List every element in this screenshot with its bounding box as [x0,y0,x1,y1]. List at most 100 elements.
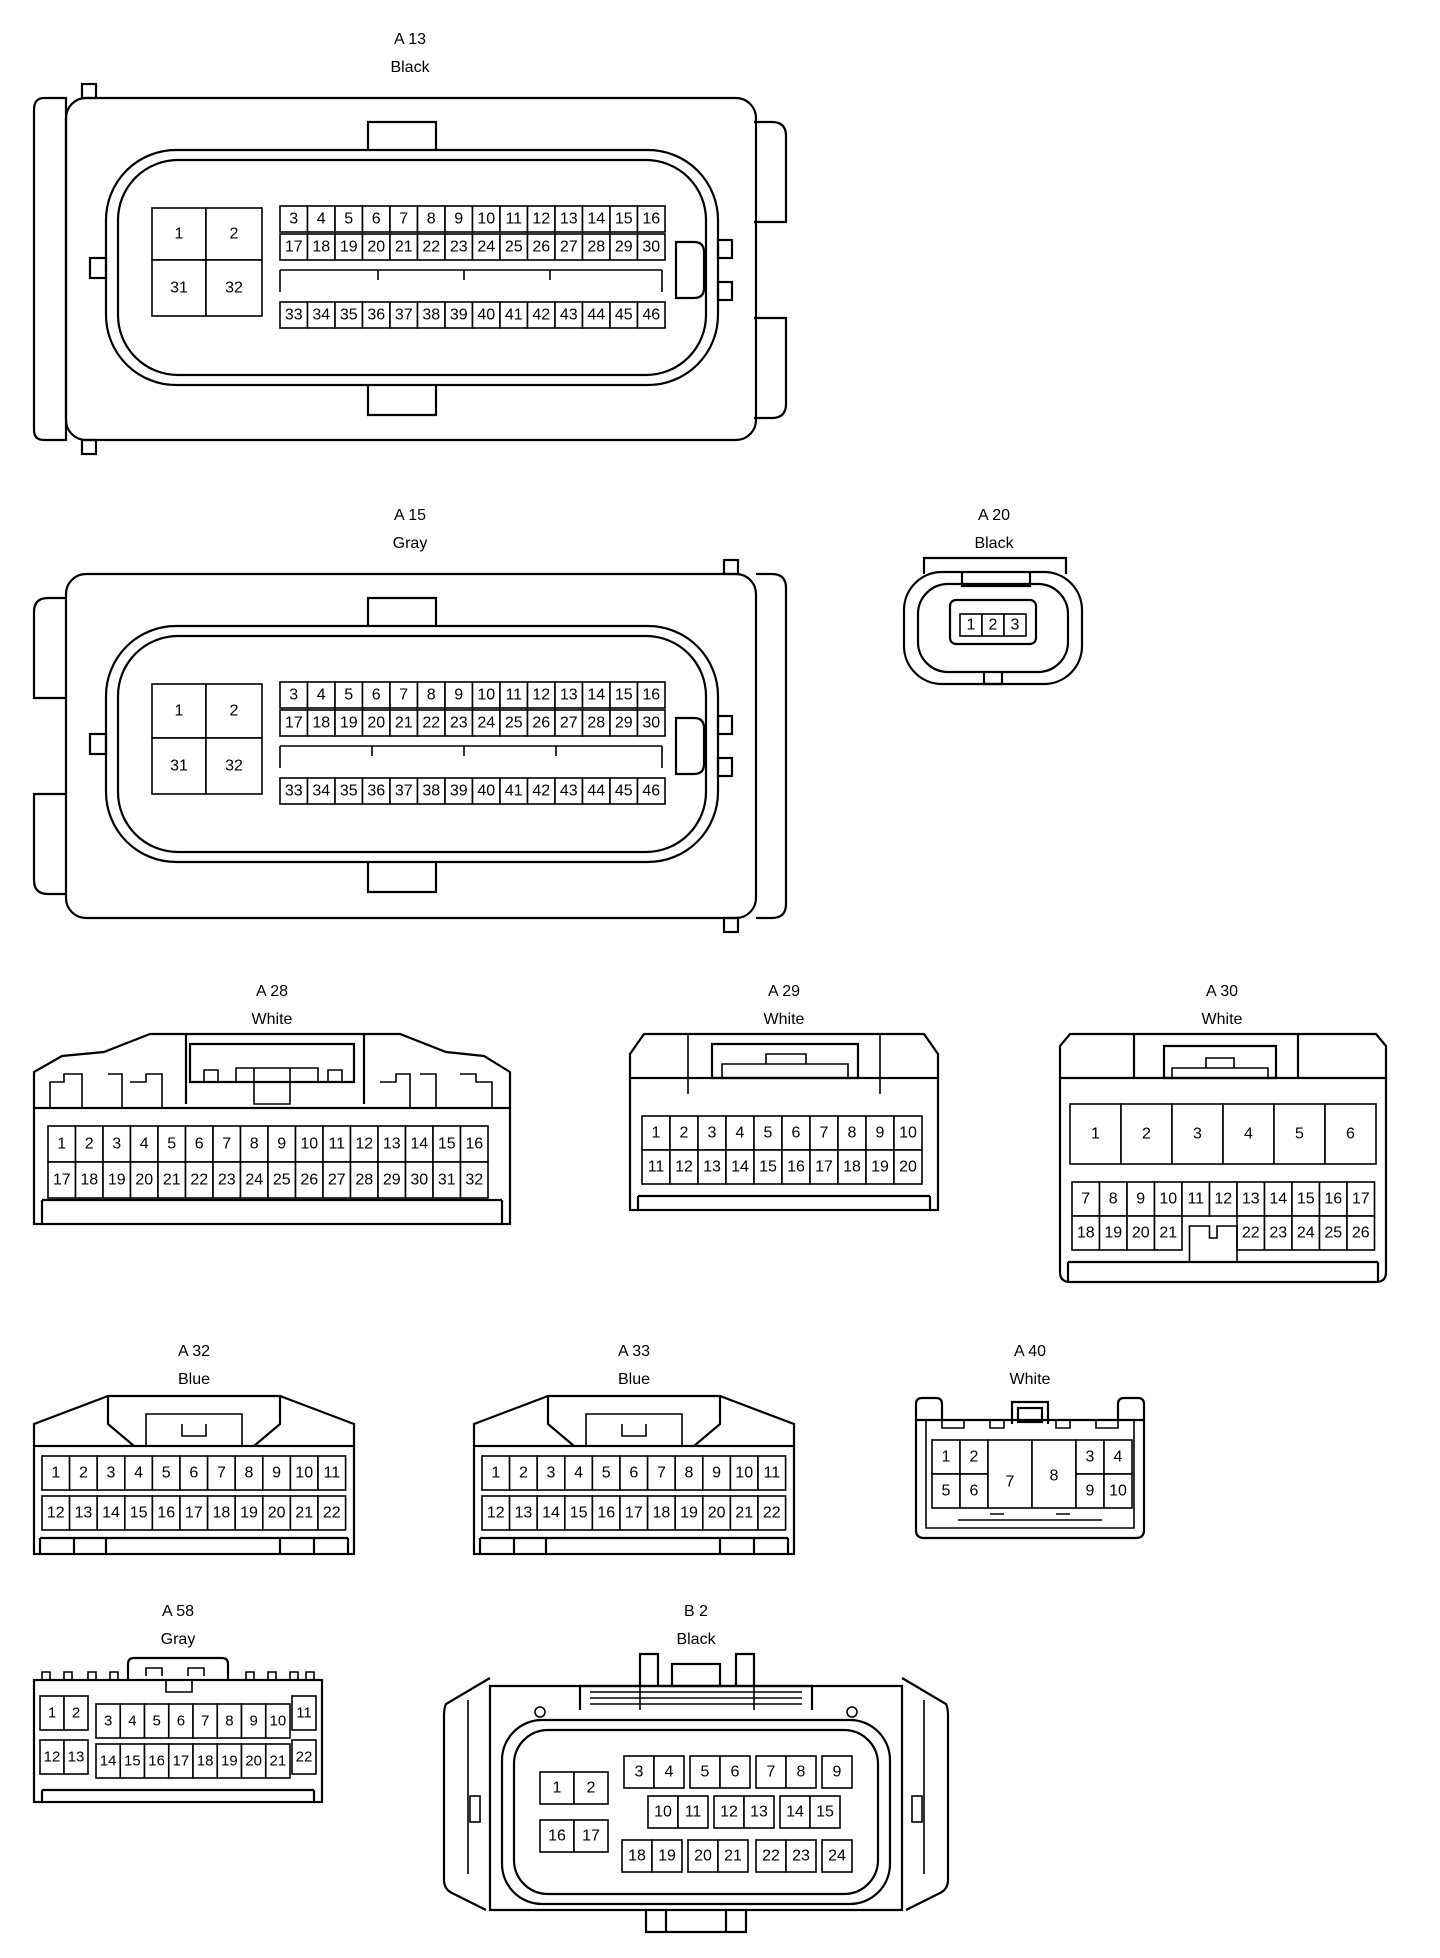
svg-text:37: 37 [395,783,413,800]
svg-text:2: 2 [85,1136,94,1153]
a15-lock-tab [674,716,706,776]
svg-text:15: 15 [816,1804,834,1821]
svg-text:19: 19 [340,239,358,256]
svg-text:28: 28 [355,1172,373,1189]
connector-b2-color: Black [676,1631,716,1648]
svg-text:10: 10 [477,687,495,704]
a20-inner-shell [916,582,1070,674]
svg-text:28: 28 [587,239,605,256]
svg-text:39: 39 [450,307,468,324]
svg-text:10: 10 [899,1125,917,1142]
a30-base-step [1066,1260,1380,1282]
svg-text:21: 21 [395,239,413,256]
connector-a29: A 29 White 1 2 3 4 5 6 7 8 9 10 11 12 [628,983,940,1212]
svg-text:20: 20 [135,1172,153,1189]
a13-left-flange [32,96,68,442]
a15-left-flange [32,596,66,896]
connector-a28-color: White [252,1011,293,1028]
svg-text:22: 22 [422,239,440,256]
svg-text:17: 17 [582,1828,600,1845]
svg-text:1: 1 [48,1705,56,1722]
svg-text:18: 18 [843,1159,861,1176]
svg-text:22: 22 [763,1505,781,1522]
svg-text:43: 43 [560,307,578,324]
svg-text:20: 20 [694,1848,712,1865]
svg-text:27: 27 [560,239,578,256]
a32-top-profile [32,1394,356,1446]
svg-text:16: 16 [1324,1191,1342,1208]
svg-text:21: 21 [1159,1225,1177,1242]
a28-latch-details [203,1067,343,1105]
svg-text:20: 20 [245,1753,262,1770]
svg-text:22: 22 [190,1172,208,1189]
svg-text:19: 19 [680,1505,698,1522]
a20-bottom-key [982,672,1004,686]
a40-latch-tab [1016,1406,1044,1424]
a13-center-rib [279,269,663,292]
b2-outer-recess [500,1718,892,1906]
a15-right-key-2 [716,756,734,778]
svg-text:11: 11 [1187,1191,1204,1208]
svg-text:2: 2 [1142,1126,1151,1143]
svg-text:2: 2 [989,617,998,634]
a28-top-latch [188,1042,356,1084]
svg-text:18: 18 [80,1172,98,1189]
svg-text:25: 25 [1324,1225,1342,1242]
connector-a40-name: A 40 [1014,1343,1046,1360]
svg-text:42: 42 [532,307,550,324]
connector-a58-name: A 58 [162,1603,194,1620]
svg-text:16: 16 [642,211,660,228]
svg-text:8: 8 [427,687,436,704]
svg-text:14: 14 [587,211,605,228]
svg-text:16: 16 [787,1159,805,1176]
svg-text:20: 20 [899,1159,917,1176]
connector-a15-name: A 15 [394,507,426,524]
b2-screw-hole-right [846,1706,858,1718]
svg-text:12: 12 [47,1505,65,1522]
svg-text:6: 6 [372,211,381,228]
connector-a30-color: White [1202,1011,1243,1028]
a29-base-step [636,1194,932,1210]
svg-text:1: 1 [553,1780,562,1797]
svg-text:1: 1 [57,1136,66,1153]
b2-ribbing [590,1686,802,1710]
connector-a20-color: Black [974,535,1014,552]
svg-text:45: 45 [615,307,633,324]
svg-text:46: 46 [642,307,660,324]
a29-side-ribs [687,1034,881,1094]
a32-latch-arms [106,1396,282,1447]
a29-latch-details [721,1053,849,1078]
svg-text:13: 13 [560,687,578,704]
connector-a15-color: Gray [393,535,428,552]
svg-text:3: 3 [289,211,298,228]
svg-text:9: 9 [1086,1483,1095,1500]
svg-text:1: 1 [175,703,184,720]
svg-text:7: 7 [217,1465,226,1482]
svg-text:14: 14 [587,687,605,704]
svg-text:5: 5 [162,1465,171,1482]
a58-latch-details [145,1667,205,1693]
a15-top-pin [722,558,740,576]
a13-bottom-pin [80,438,98,456]
svg-text:12: 12 [720,1804,738,1821]
svg-text:11: 11 [323,1465,340,1482]
svg-text:19: 19 [1104,1225,1122,1242]
b2-right-key [911,1795,923,1823]
svg-text:5: 5 [344,687,353,704]
a13-body [64,96,758,442]
svg-text:6: 6 [731,1764,740,1781]
svg-text:9: 9 [272,1465,281,1482]
svg-text:17: 17 [1352,1191,1370,1208]
connector-a33-color: Blue [618,1371,650,1388]
svg-text:19: 19 [658,1848,676,1865]
svg-text:8: 8 [427,211,436,228]
a58-housing [32,1678,324,1804]
svg-text:1: 1 [942,1449,951,1466]
svg-text:10: 10 [270,1713,287,1730]
svg-text:41: 41 [505,307,523,324]
connector-a30-name: A 30 [1206,983,1238,1000]
connector-a40-color: White [1010,1371,1051,1388]
svg-text:8: 8 [245,1465,254,1482]
svg-text:28: 28 [587,715,605,732]
svg-text:19: 19 [221,1753,238,1770]
